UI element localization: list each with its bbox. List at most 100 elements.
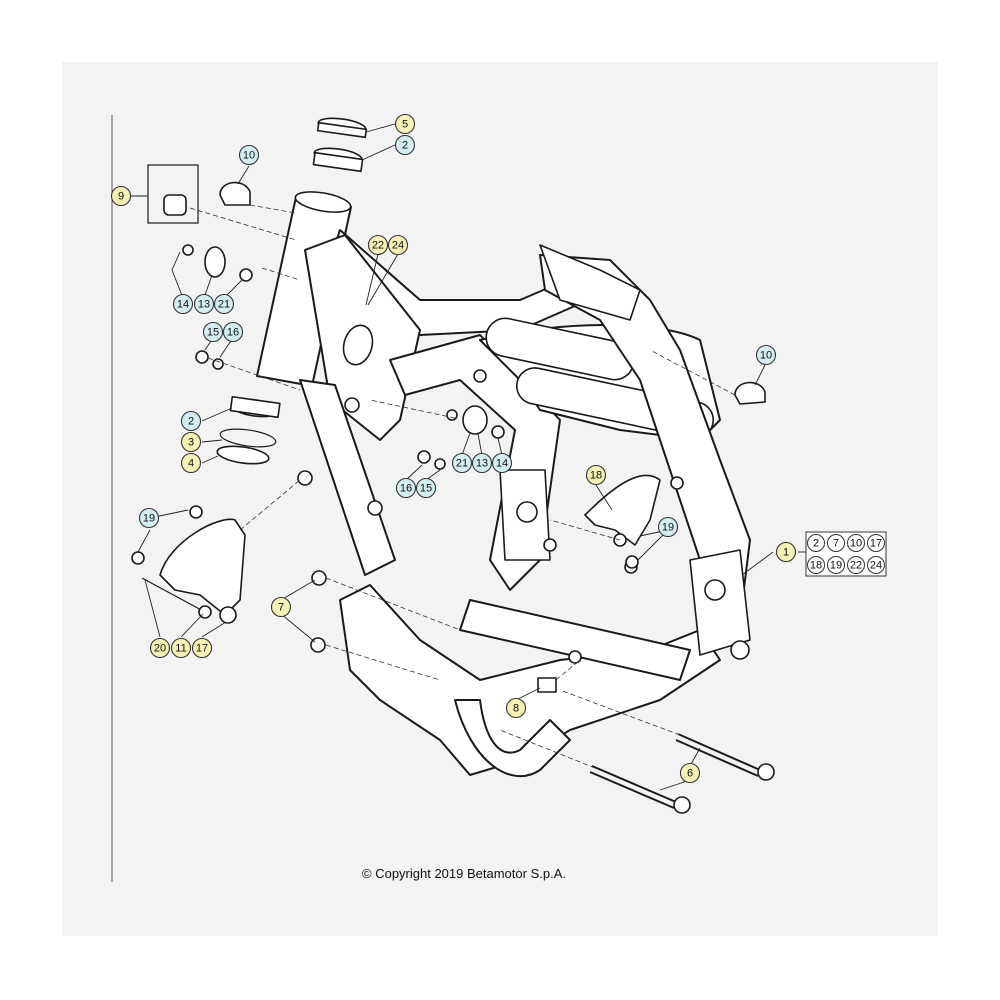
- callout-label: 19: [143, 513, 155, 525]
- callout-15: 15: [202, 321, 224, 343]
- kit-item-label: 7: [833, 538, 839, 550]
- callout-20: 20: [149, 637, 171, 659]
- callout-7: 7: [270, 596, 292, 618]
- callout-label: 10: [760, 350, 772, 362]
- callout-circle: [238, 144, 260, 166]
- callout-circle: [505, 697, 527, 719]
- callout-5: 5: [394, 113, 416, 135]
- callout-circle: [471, 452, 493, 474]
- frame-drawing: [256, 191, 751, 778]
- callout-label: 5: [402, 119, 408, 131]
- cradle-crossbar: [459, 599, 691, 681]
- callout-circle: [180, 410, 202, 432]
- callout-circle: [149, 637, 171, 659]
- kit-item-label: 18: [810, 560, 822, 572]
- callout-circle: [755, 344, 777, 366]
- callout-circle: [202, 321, 224, 343]
- callout-circle: [491, 452, 513, 474]
- callout-6: 6: [679, 762, 701, 784]
- callout-10: 10: [755, 344, 777, 366]
- leader-lines: [131, 123, 806, 791]
- callout-circle: [170, 637, 192, 659]
- kit-item-19: 19: [827, 556, 845, 574]
- callout-circle: [138, 507, 160, 529]
- callout-label: 2: [402, 140, 408, 152]
- callout-10: 10: [238, 144, 260, 166]
- callout-label: 8: [513, 703, 519, 715]
- callout-4: 4: [180, 452, 202, 474]
- callout-circle: [270, 596, 292, 618]
- diagram-sheet: [62, 62, 938, 936]
- callout-circle: [180, 452, 202, 474]
- callout-17: 17: [191, 637, 213, 659]
- callout-circle: [394, 134, 416, 156]
- kit-item-24: 24: [867, 556, 885, 574]
- callout-label: 24: [392, 240, 404, 252]
- kit-item-17: 17: [867, 534, 885, 552]
- callout-label: 10: [243, 150, 255, 162]
- down-tube: [299, 379, 396, 576]
- callout-label: 9: [118, 191, 124, 203]
- callout-21: 21: [451, 452, 473, 474]
- clamp-part-left: [219, 181, 251, 206]
- callout-label: 6: [687, 768, 693, 780]
- callout-2: 2: [394, 134, 416, 156]
- engine-plate-left: [159, 518, 246, 616]
- callout-13: 13: [193, 293, 215, 315]
- callout-circle: [415, 477, 437, 499]
- kit-item-circle: [867, 556, 885, 574]
- callout-9: 9: [110, 185, 132, 207]
- loose-parts: [131, 117, 775, 814]
- kit-item-10: 10: [847, 534, 865, 552]
- kit-item-circle: [807, 534, 825, 552]
- callout-11: 11: [170, 637, 192, 659]
- kit-item-circle: [847, 534, 865, 552]
- callout-21: 21: [213, 293, 235, 315]
- callout-22: 22: [367, 234, 389, 256]
- callout-label: 14: [177, 299, 189, 311]
- callout-circle: [394, 113, 416, 135]
- callout-24: 24: [387, 234, 409, 256]
- callout-3: 3: [180, 431, 202, 453]
- kit-item-circle: [847, 556, 865, 574]
- callout-circle: [657, 516, 679, 538]
- callout-circle: [775, 541, 797, 563]
- callout-13: 13: [471, 452, 493, 474]
- kit-item-22: 22: [847, 556, 865, 574]
- callout-label: 20: [154, 643, 166, 655]
- kit-item-7: 7: [827, 534, 845, 552]
- callout-circle: [193, 293, 215, 315]
- callout-19: 19: [657, 516, 679, 538]
- callout-2: 2: [180, 410, 202, 432]
- callout-circle: [191, 637, 213, 659]
- engine-plate-right: [584, 474, 661, 546]
- callout-circle: [367, 234, 389, 256]
- callout-label: 13: [198, 299, 210, 311]
- lower-cradle: [339, 584, 721, 776]
- callout-label: 7: [278, 602, 284, 614]
- callout-label: 21: [218, 299, 230, 311]
- callout-circle: [172, 293, 194, 315]
- callout-label: 4: [188, 458, 194, 470]
- callout-label: 17: [196, 643, 208, 655]
- callout-label: 19: [662, 522, 674, 534]
- callout-8: 8: [505, 697, 527, 719]
- callout-label: 16: [227, 327, 239, 339]
- callout-label: 13: [476, 458, 488, 470]
- callout-label: 15: [207, 327, 219, 339]
- clamp-part-right: [734, 381, 766, 405]
- kit-item-label: 24: [870, 560, 882, 572]
- kit-item-label: 19: [830, 560, 842, 572]
- callout-label: 18: [590, 470, 602, 482]
- lower-rail: [454, 699, 571, 778]
- kit-item-circle: [827, 534, 845, 552]
- callout-label: 11: [175, 643, 186, 655]
- callout-19: 19: [138, 507, 160, 529]
- callout-label: 3: [188, 437, 194, 449]
- kit-item-label: 2: [813, 538, 819, 550]
- swingarm-pivot-right: [689, 549, 751, 656]
- copyright-text: © Copyright 2019 Betamotor S.p.A.: [362, 866, 566, 881]
- callout-circle: [180, 431, 202, 453]
